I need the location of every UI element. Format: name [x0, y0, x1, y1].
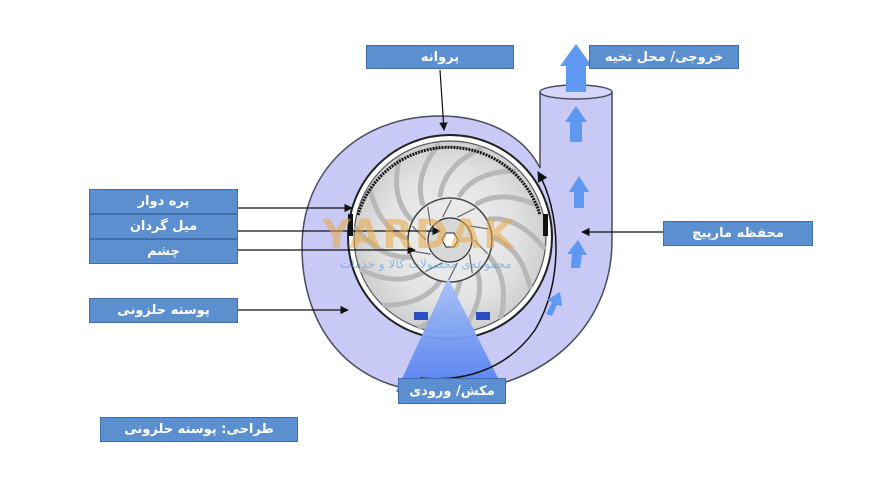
label-impeller: پروانه — [366, 45, 514, 69]
leader-impeller — [439, 69, 448, 131]
shaft-hex — [441, 232, 459, 248]
casing-tab-left — [348, 214, 353, 236]
label-outlet: خروجی/ محل تخیه — [589, 45, 739, 69]
eye-vane — [448, 262, 458, 281]
wear-ring-left — [414, 312, 428, 320]
eye-vane — [427, 206, 432, 226]
impeller-vanes — [354, 142, 546, 334]
impeller-vane — [354, 226, 413, 260]
impeller-vane — [417, 142, 441, 207]
impeller-vane — [359, 267, 426, 282]
eye-vane — [425, 262, 443, 273]
watermark-brand: YARDAK — [322, 212, 517, 258]
flow-arrow-4 — [567, 240, 587, 268]
eye-vane — [457, 207, 475, 218]
impeller-vane — [474, 194, 541, 209]
eye-vane — [473, 239, 489, 255]
flow-path-line — [419, 171, 557, 380]
flow-arrow-1 — [560, 44, 592, 92]
impeller-vane — [381, 278, 443, 308]
watermark-tagline: مجموعه‌ی محصولات کالا و خدمات — [340, 257, 512, 271]
label-spiral-housing: محفظه مارپیچ — [663, 221, 813, 246]
label-design: طراحی: پوسته حلزونی — [100, 417, 298, 442]
label-shaft: میل گردان — [89, 214, 238, 239]
impeller-vane — [457, 168, 519, 198]
impeller-vane — [437, 146, 483, 198]
impeller-vane — [367, 186, 409, 241]
flow-arrow-5 — [546, 292, 562, 316]
impeller-vane — [394, 156, 413, 222]
eye-vane — [469, 225, 489, 230]
impeller-vane — [491, 235, 533, 290]
label-volute-casing: پوسته حلزونی — [89, 298, 238, 323]
impeller-vane — [487, 254, 506, 320]
label-suction: مکش/ ورودی — [398, 378, 506, 404]
suction-inflow — [396, 278, 505, 392]
casing-segment-top — [356, 145, 542, 216]
flow-arrow-2 — [565, 106, 587, 142]
label-vane: پره دوار — [89, 189, 238, 214]
impeller-vane — [487, 216, 546, 250]
eye-vane — [411, 225, 427, 241]
flow-arrows — [546, 44, 592, 316]
label-eye: چشم — [89, 239, 238, 264]
wear-ring-right — [476, 312, 490, 320]
eye-vane — [468, 254, 473, 274]
flow-arrow-3 — [569, 176, 589, 208]
casing-tab-right — [543, 214, 548, 236]
eye-vane — [442, 199, 452, 218]
